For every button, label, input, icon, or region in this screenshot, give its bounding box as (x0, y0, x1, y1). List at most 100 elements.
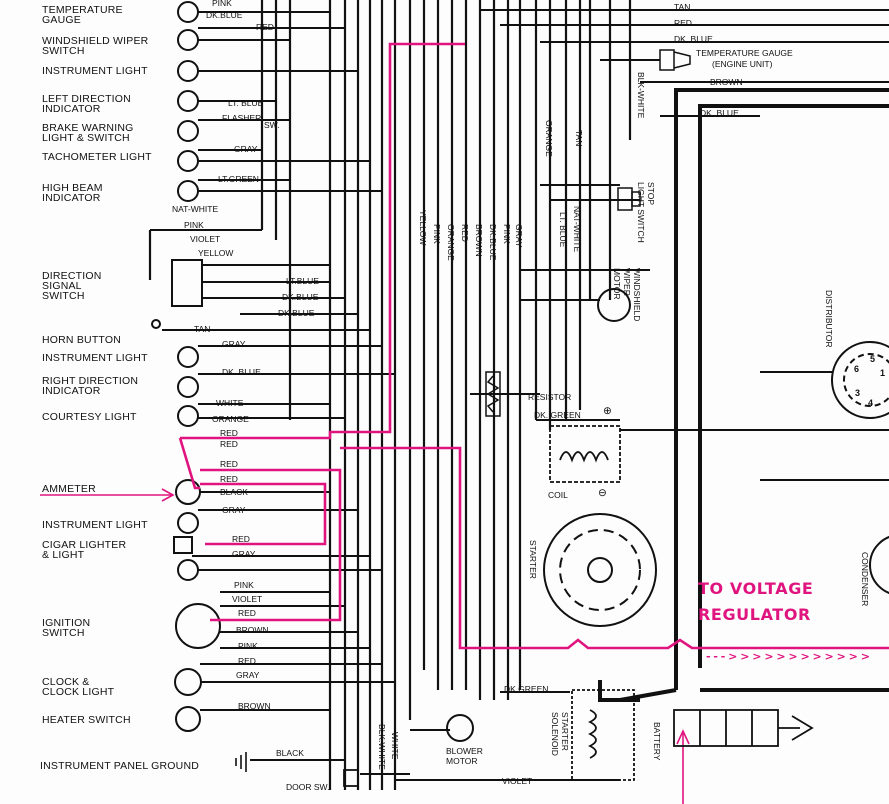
wire-label: LT.BLUE (286, 276, 319, 286)
horn-button-icon (151, 319, 161, 329)
blower-motor-icon (446, 714, 474, 742)
wire-label: DK.BLUE (282, 292, 319, 302)
harness-vertical (148, 0, 632, 790)
wire-label: GRAY (236, 670, 260, 680)
harness-label: WHITE (390, 732, 400, 760)
label-instrument-light-2: INSTRUMENT LIGHT (42, 352, 148, 364)
distributor-pin: 5 (870, 354, 875, 364)
distributor-pin: 1 (880, 368, 885, 378)
wire-label: LT. BLUE (228, 98, 264, 108)
harness-label: PINK (502, 224, 512, 244)
coil-plus-label: ⊕ (603, 405, 612, 417)
label-ammeter: AMMETER (42, 483, 96, 495)
harness-label: DK.BLUE (488, 224, 498, 261)
temperature-sender-icon (659, 49, 691, 71)
wire-label: SW. (264, 120, 280, 130)
resistor-icon (485, 371, 501, 417)
harness-label: GRAY (514, 224, 524, 248)
label-heater-switch: HEATER SWITCH (42, 714, 131, 726)
distributor-pin: 4 (868, 398, 873, 408)
bulb-icon (177, 90, 199, 112)
engine-unit-label: (ENGINE UNIT) (712, 59, 773, 69)
ground-symbol-icon (235, 752, 247, 772)
bulb-icon (177, 512, 199, 534)
harness-label: BLK-WHITE (636, 72, 646, 119)
bulb-icon (177, 180, 199, 202)
wire-label: BROWN (710, 77, 743, 87)
pink-arrows (40, 488, 690, 804)
door-switch-icon (343, 769, 359, 787)
distributor-label: DISTRIBUTOR (824, 290, 834, 347)
wire-label: RED (220, 439, 238, 449)
voltage-regulator-annotation: TO VOLTAGE REGULATOR - - - > > > > > > >… (698, 579, 870, 663)
battery-label: BATTERY (652, 722, 662, 761)
wire-label: ORANGE (212, 414, 249, 424)
harness-label: BROWN (474, 224, 484, 257)
label-cigar-lighter: CIGAR LIGHTER& LIGHT (42, 539, 126, 561)
starter-label: STARTER (528, 540, 538, 579)
harness-horizontal (150, 9, 889, 781)
wire-label: RED (256, 22, 274, 32)
door-switch-label: DOOR SW. (286, 782, 329, 792)
clock-icon (174, 668, 202, 696)
heater-switch-icon (175, 706, 201, 732)
label-courtesy-light: COURTESY LIGHT (42, 411, 137, 423)
wire-label: PINK (184, 220, 204, 230)
wire-label: PINK (234, 580, 254, 590)
harness-label: ORANGE (544, 120, 554, 157)
wire-label: RED (238, 656, 256, 666)
label-tachometer-light: TACHOMETER LIGHT (42, 151, 152, 163)
label-horn-button: HORN BUTTON (42, 334, 121, 346)
label-instrument-panel-ground: INSTRUMENT PANEL GROUND (40, 760, 199, 772)
wire-label: RED (674, 18, 692, 28)
bulb-icon (177, 405, 199, 427)
bulb-icon (177, 150, 199, 172)
wire-label: RED (220, 428, 238, 438)
stop-light-switch-label: STOPLIGHT SWITCH (636, 182, 656, 243)
wire-label: GRAY (232, 549, 256, 559)
wire-label: DK. BLUE (222, 367, 261, 377)
bulb-icon (177, 376, 199, 398)
wire-label: TAN (674, 2, 690, 12)
wire-label: VIOLET (190, 234, 220, 244)
starter-solenoid-icon (571, 689, 635, 781)
wire-label: DK.GREEN (504, 684, 548, 694)
wire-label: TAN (194, 324, 210, 334)
coil-label: COIL (548, 490, 568, 500)
wire-label: DK.BLUE (278, 308, 315, 318)
wire-label: RED (220, 459, 238, 469)
wire-label: DK. BLUE (674, 34, 713, 44)
wire-label: GRAY (234, 144, 258, 154)
condenser-label: CONDENSER (860, 552, 870, 606)
wire-label: VIOLET (502, 776, 532, 786)
wire-label: WHITE (216, 398, 244, 408)
label-instrument-light-3: INSTRUMENT LIGHT (42, 519, 148, 531)
label-instrument-light-1: INSTRUMENT LIGHT (42, 65, 148, 77)
bulb-icon (177, 120, 199, 142)
wiper-motor-icon (597, 288, 631, 322)
wiper-switch-icon (177, 29, 199, 51)
harness-label: NAT-WHITE (572, 206, 582, 252)
distributor-pins: 6 5 1 3 4 (854, 354, 885, 408)
annotation-arrow-chain: - - - > > > > > > > > > > > > (706, 650, 870, 663)
label-clock: CLOCK &CLOCK LIGHT (42, 676, 115, 698)
wiper-motor-label: WINDSHIELDWIPERMOTOR (612, 268, 642, 321)
annotation-line-1: TO VOLTAGE (698, 579, 813, 598)
battery-icon (673, 709, 814, 747)
wire-label: BROWN (238, 701, 271, 711)
wire-label: DK. BLUE (700, 108, 739, 118)
temperature-gauge-icon (177, 1, 199, 23)
starter-solenoid-label: STARTERSOLENOID (550, 712, 570, 756)
bulb-icon (177, 559, 199, 581)
distributor-icon (831, 341, 889, 594)
